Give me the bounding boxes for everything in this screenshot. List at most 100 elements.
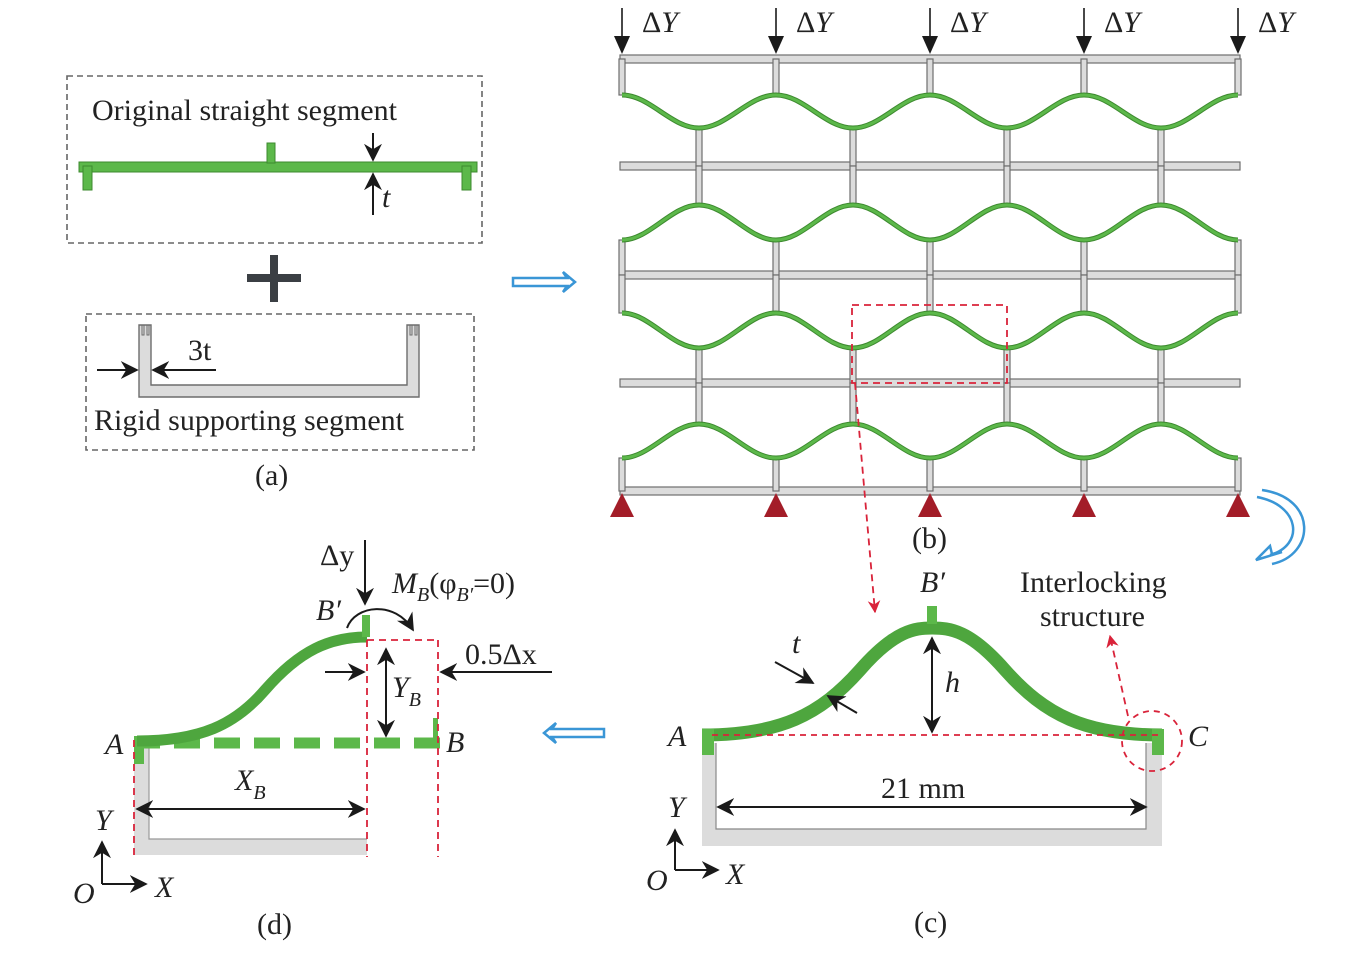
interlock-leader-arrow-icon bbox=[1106, 634, 1129, 717]
panel-c: A B′ C t h 21 mm Interlocking structure … bbox=[646, 566, 1209, 939]
axis-origin-label-d: O bbox=[73, 877, 95, 910]
axes-icon-c bbox=[666, 828, 720, 879]
thickness-label: t bbox=[382, 181, 391, 214]
curved-beam bbox=[621, 93, 1239, 130]
interlock-highlight-circle bbox=[1121, 710, 1183, 772]
rail bbox=[619, 161, 1241, 171]
load-label: ΔY bbox=[1104, 6, 1143, 39]
curved-beam-outline bbox=[621, 310, 1239, 351]
post bbox=[772, 58, 780, 96]
zoom-leader-arrow-icon bbox=[854, 382, 881, 614]
load-arrow-icon bbox=[922, 36, 938, 54]
post bbox=[1234, 274, 1242, 314]
post bbox=[1003, 347, 1011, 384]
load-label-d: Δy bbox=[320, 539, 354, 572]
deformed-beam-d bbox=[136, 631, 368, 747]
support-triangle-icon bbox=[918, 493, 942, 517]
curved-beam bbox=[621, 203, 1239, 242]
post bbox=[1003, 382, 1011, 425]
wall-thickness-label: 3t bbox=[188, 334, 212, 367]
load-label: ΔY bbox=[796, 6, 835, 39]
caption-c: (c) bbox=[914, 906, 947, 939]
thickness-arrow-inner-icon bbox=[826, 695, 858, 714]
height-label: h bbox=[945, 666, 960, 699]
interlock-label-line2: structure bbox=[1040, 600, 1145, 633]
post bbox=[618, 274, 626, 314]
panel-b: ΔY ΔY ΔY ΔY ΔY bbox=[610, 6, 1297, 517]
post bbox=[618, 457, 626, 492]
post bbox=[618, 239, 626, 276]
rail bbox=[619, 378, 1241, 388]
support-triangle-icon bbox=[1226, 493, 1250, 517]
point-b-prime-label-d: B′ bbox=[316, 594, 341, 627]
post bbox=[849, 347, 857, 384]
load-arrow-icon bbox=[1230, 36, 1246, 54]
post bbox=[772, 457, 780, 492]
post bbox=[1234, 58, 1242, 96]
straight-segment-label: Original straight segment bbox=[92, 94, 398, 127]
straight-segment-box bbox=[66, 75, 483, 244]
axis-y-label-d: Y bbox=[95, 804, 115, 837]
post bbox=[1080, 274, 1088, 314]
thickness-arrow-outer-icon bbox=[774, 661, 815, 684]
axis-y-label-c: Y bbox=[668, 791, 688, 824]
curved-beam-outline bbox=[621, 92, 1239, 131]
supporting-segment-label: Rigid supporting segment bbox=[94, 404, 405, 437]
support-triangle-icon bbox=[1072, 493, 1096, 517]
point-a-label: A bbox=[666, 720, 687, 753]
post bbox=[926, 457, 934, 492]
post bbox=[1080, 58, 1088, 96]
load-arrow-icon bbox=[614, 36, 630, 54]
caption-d: (d) bbox=[257, 908, 292, 941]
load-label: ΔY bbox=[950, 6, 989, 39]
post bbox=[1003, 165, 1011, 206]
post bbox=[926, 239, 934, 276]
xb-label: XB bbox=[234, 764, 266, 804]
curved-beam bbox=[621, 422, 1239, 460]
post bbox=[1157, 347, 1165, 384]
supporting-segment-box bbox=[85, 313, 475, 451]
post bbox=[849, 127, 857, 167]
curved-beam-outline bbox=[621, 202, 1239, 243]
point-b-label-d: B bbox=[446, 726, 464, 759]
point-a-label-d: A bbox=[103, 728, 124, 761]
post bbox=[1080, 457, 1088, 492]
plus-icon bbox=[247, 255, 301, 302]
interlock-label-line1: Interlocking bbox=[1020, 566, 1167, 599]
panel-a: Original straight segment t 3t Rigid sup… bbox=[66, 75, 483, 492]
rigid-u-support-c bbox=[702, 743, 1162, 846]
load-arrow-icon bbox=[768, 36, 784, 54]
support-triangle-icon bbox=[764, 493, 788, 517]
point-b-prime-label: B′ bbox=[920, 566, 945, 599]
post bbox=[695, 347, 703, 384]
point-c-label: C bbox=[1188, 720, 1209, 753]
post bbox=[1080, 239, 1088, 276]
axes-icon-d bbox=[93, 840, 148, 893]
post bbox=[1157, 382, 1165, 425]
caption-a: (a) bbox=[255, 459, 288, 492]
curved-beam-outline bbox=[621, 421, 1239, 461]
load-arrow-icon bbox=[1076, 36, 1092, 54]
moment-arrow-icon bbox=[346, 608, 414, 632]
rigid-u-support bbox=[138, 324, 420, 398]
post bbox=[1234, 457, 1242, 492]
curved-beam-c bbox=[701, 621, 1163, 742]
caption-b: (b) bbox=[912, 522, 947, 555]
post bbox=[695, 382, 703, 425]
post bbox=[695, 127, 703, 167]
axis-origin-label-c: O bbox=[646, 864, 668, 897]
post bbox=[1003, 127, 1011, 167]
panel-d: Δy MB(φB′=0) B′ 0.5Δx YB A B XB Y X O (d… bbox=[73, 539, 552, 941]
straight-beam bbox=[78, 142, 478, 191]
rigid-half-support-d bbox=[134, 746, 367, 855]
thickness-label-c: t bbox=[792, 627, 801, 660]
support-triangle-icon bbox=[610, 493, 634, 517]
post bbox=[849, 165, 857, 206]
shift-label: 0.5Δx bbox=[465, 638, 537, 671]
post bbox=[926, 58, 934, 96]
flow-arrow-left-icon bbox=[542, 722, 606, 744]
load-label: ΔY bbox=[642, 6, 681, 39]
post bbox=[1234, 239, 1242, 276]
load-label: ΔY bbox=[1258, 6, 1297, 39]
